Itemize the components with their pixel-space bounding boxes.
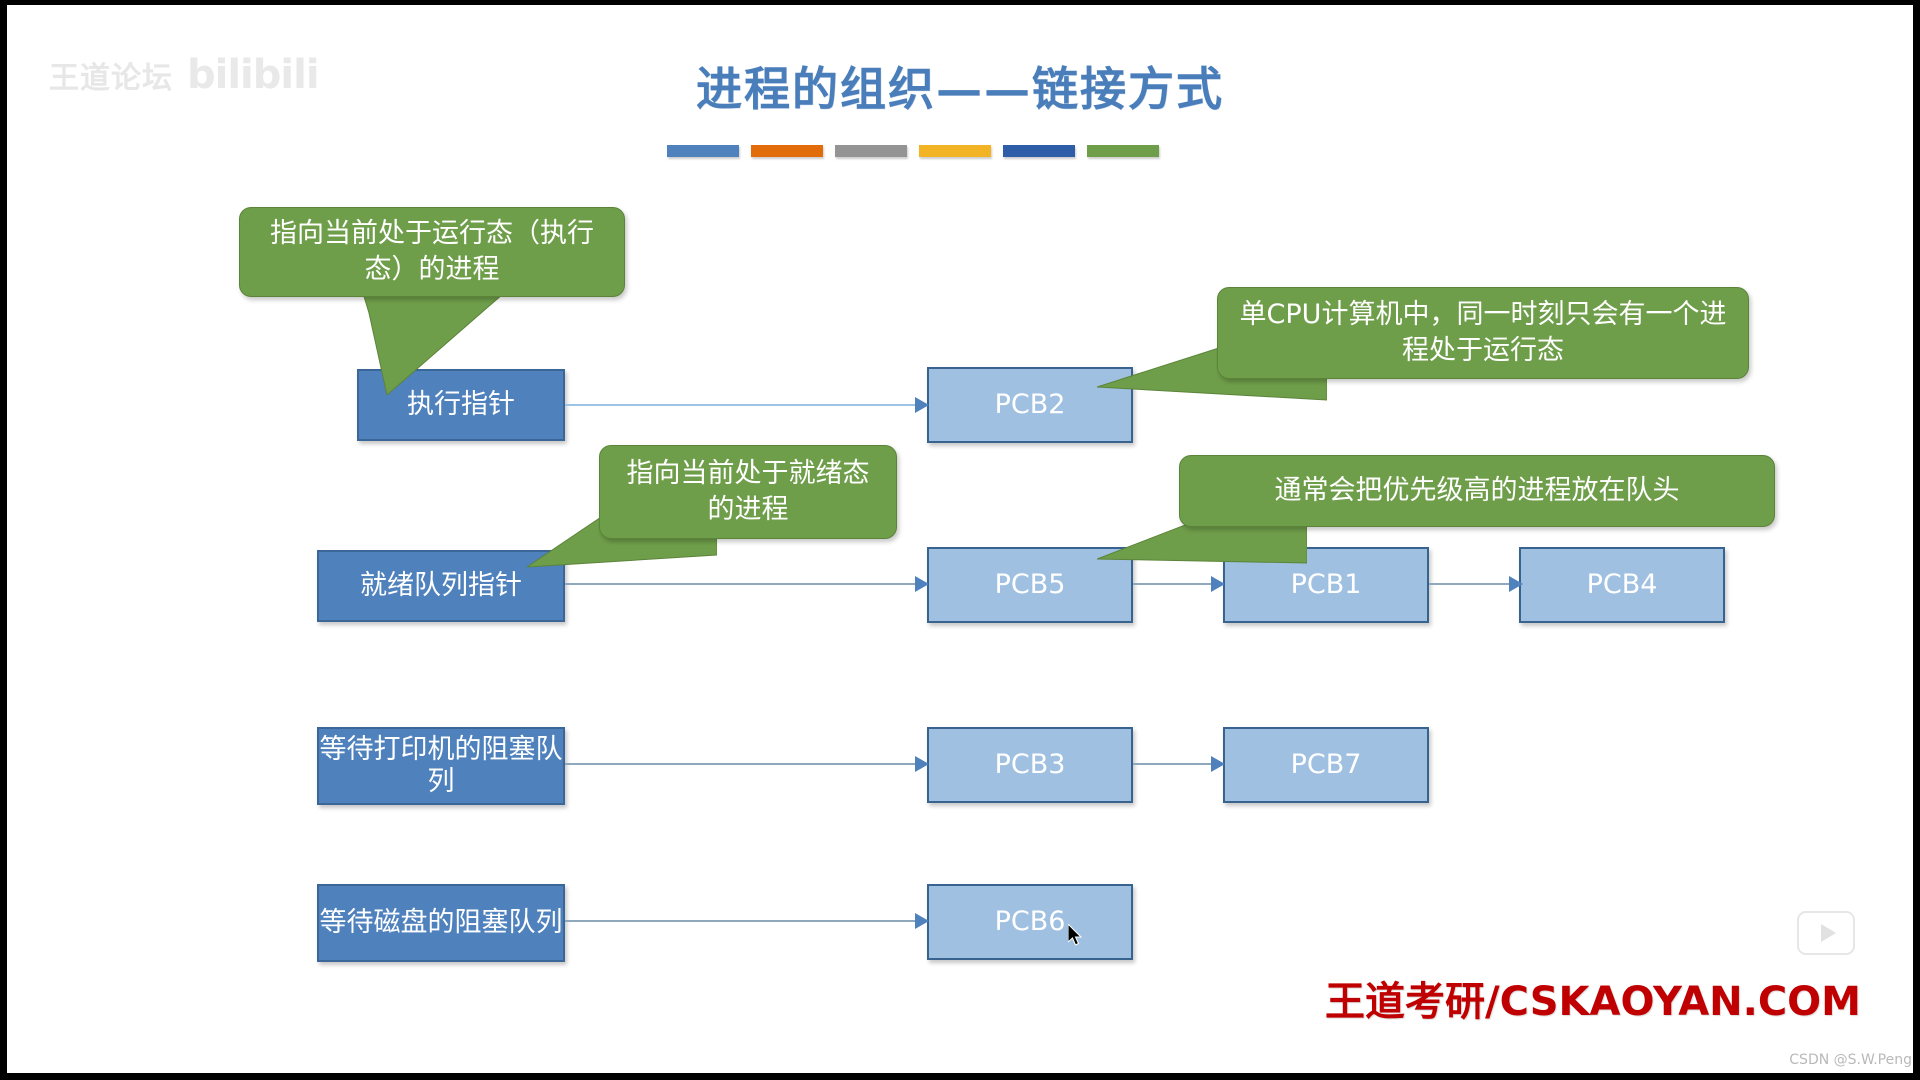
arrow-exec-to-pcb2 [915,397,929,413]
arrow-pcb1-to-pcb4 [1509,576,1523,592]
connector-pcb3-to-pcb7 [1133,763,1219,765]
accent-bar-5 [1003,145,1075,157]
node-execution-pointer-label: 执行指针 [407,389,515,421]
connector-pcb5-to-pcb1 [1133,583,1219,585]
arrow-pcb3-to-pcb7 [1211,756,1225,772]
node-pcb5-label: PCB5 [994,569,1066,601]
node-pcb3-label: PCB3 [994,749,1066,781]
brand-watermark: 王道考研/CSKAOYAN.COM [1325,979,1861,1025]
node-pcb4-label: PCB4 [1586,569,1658,601]
csdn-credit: CSDN @S.W.Peng [1789,1052,1912,1068]
connector-ready-to-pcb5 [565,583,923,585]
callout-single-cpu: 单CPU计算机中，同一时刻只会有一个进程处于运行态 [1217,287,1749,379]
slide-title: 进程的组织——链接方式 [696,62,1224,116]
play-triangle-icon [1820,924,1836,942]
callout-ready-pointer-text: 指向当前处于就绪态的进程 [626,458,870,525]
callout-priority-head: 通常会把优先级高的进程放在队头 [1179,455,1775,527]
node-pcb2[interactable]: PCB2 [927,367,1133,443]
node-pcb2-label: PCB2 [994,389,1066,421]
callout-priority-head-text: 通常会把优先级高的进程放在队头 [1274,475,1680,507]
node-pcb6-label: PCB6 [994,906,1066,938]
node-pcb7-label: PCB7 [1290,749,1362,781]
connector-pcb1-to-pcb4 [1429,583,1517,585]
running-pointer-note-tail [357,273,528,396]
connector-printer-to-pcb3 [565,763,923,765]
callout-ready-pointer: 指向当前处于就绪态的进程 [599,445,897,539]
arrow-ready-to-pcb5 [915,576,929,592]
node-printer-blocked-pointer-label: 等待打印机的阻塞队列 [319,734,563,797]
callout-running-pointer-text: 指向当前处于运行态（执行态）的进程 [270,218,594,285]
accent-bar-3 [835,145,907,157]
node-pcb6[interactable]: PCB6 [927,884,1133,960]
slide-canvas: 王道论坛 bilibili 进程的组织——链接方式 指向当前处于运行态（执行态）… [7,5,1913,1073]
connector-exec-to-pcb2 [565,404,923,406]
node-pcb4[interactable]: PCB4 [1519,547,1725,623]
node-ready-queue-pointer[interactable]: 就绪队列指针 [317,550,565,622]
node-pcb1-label: PCB1 [1290,569,1362,601]
play-icon[interactable] [1797,911,1855,955]
arrow-pcb5-to-pcb1 [1211,576,1225,592]
callout-running-pointer: 指向当前处于运行态（执行态）的进程 [239,207,625,297]
node-disk-blocked-pointer-label: 等待磁盘的阻塞队列 [319,907,563,939]
node-pcb3[interactable]: PCB3 [927,727,1133,803]
callout-single-cpu-text: 单CPU计算机中，同一时刻只会有一个进程处于运行态 [1239,299,1727,366]
accent-bar-4 [919,145,991,157]
node-disk-blocked-pointer[interactable]: 等待磁盘的阻塞队列 [317,884,565,962]
node-pcb7[interactable]: PCB7 [1223,727,1429,803]
accent-bar-1 [667,145,739,157]
connector-disk-to-pcb6 [565,920,923,922]
node-ready-queue-pointer-label: 就绪队列指针 [360,570,522,602]
arrow-printer-to-pcb3 [915,756,929,772]
arrow-disk-to-pcb6 [915,913,929,929]
title-accent-bars [667,145,1159,157]
node-printer-blocked-pointer[interactable]: 等待打印机的阻塞队列 [317,727,565,805]
accent-bar-2 [751,145,823,157]
node-pcb1[interactable]: PCB1 [1223,547,1429,623]
accent-bar-6 [1087,145,1159,157]
mouse-cursor-icon [1068,924,1083,946]
